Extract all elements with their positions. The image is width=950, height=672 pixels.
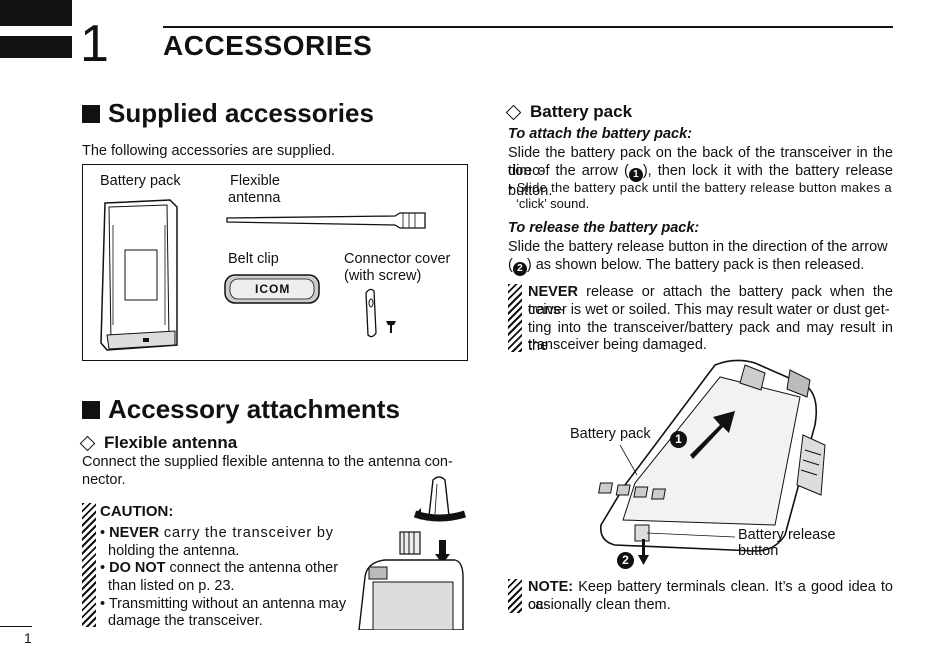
- label-antenna-2: antenna: [228, 190, 281, 206]
- fig-battery-pack-label: Battery pack: [570, 426, 651, 442]
- page-number-rule: [0, 626, 32, 627]
- label-connector-1: Connector cover: [344, 251, 451, 267]
- page-number: 1: [24, 630, 32, 646]
- square-bullet-icon: [82, 400, 100, 419]
- diamond-bullet-icon: [79, 435, 96, 451]
- fig-marker-2: 2: [617, 549, 634, 569]
- label-battery-pack: Battery pack: [100, 173, 181, 189]
- marker-1-icon: 1: [628, 168, 643, 182]
- note-line-2: casionally clean them.: [528, 597, 671, 613]
- square-bullet-icon: [82, 104, 100, 123]
- caution-item-1: • NEVER carry the transceiver by: [100, 525, 334, 541]
- chapter-title: ACCESSORIES: [163, 30, 373, 61]
- release-line-1: Slide the battery release button in the …: [508, 239, 888, 255]
- chapter-number: 1: [80, 15, 109, 73]
- attach-bullet-1: • Slide the battery pack until the batte…: [508, 180, 892, 195]
- caution-label: CAUTION:: [100, 503, 174, 520]
- antenna-instruction-1: Connect the supplied flexible antenna to…: [82, 454, 453, 470]
- label-antenna-1: Flexible: [230, 173, 280, 189]
- marker-2-icon: 2: [512, 262, 527, 276]
- battery-subheading: Battery pack: [505, 102, 632, 122]
- release-line-2: (2) as shown below. The battery pack is …: [508, 257, 865, 276]
- belt-clip-illustration: [224, 274, 320, 304]
- fig-marker-1: 1: [670, 428, 687, 448]
- icom-logo: ICOM: [255, 282, 291, 296]
- connector-cover-illustration: [365, 288, 396, 338]
- antenna-subheading: Flexible antenna: [79, 433, 237, 453]
- caution-hatch: [82, 503, 96, 627]
- antenna-instruction-2: nector.: [82, 472, 126, 488]
- supplied-heading: Supplied accessories: [82, 98, 374, 129]
- release-heading: To release the battery pack:: [508, 220, 700, 236]
- caution-item-3: • Transmitting without an antenna may: [100, 596, 347, 612]
- chapter-tab-upper: [0, 0, 72, 26]
- never-line-2: ceiver is wet or soiled. This may result…: [528, 302, 890, 318]
- diamond-bullet-icon: [505, 104, 522, 120]
- caution-item-1-cont: holding the antenna.: [108, 543, 240, 559]
- note-hatch: [508, 579, 522, 613]
- label-connector-2: (with screw): [344, 268, 422, 284]
- caution-item-3-cont: damage the transceiver.: [108, 613, 263, 629]
- fig-release-label-2: button: [738, 543, 779, 559]
- attachments-heading: Accessory attachments: [82, 394, 400, 425]
- never-hatch: [508, 284, 522, 352]
- marker-2-icon: 2: [617, 551, 634, 569]
- attach-line-2: tion of the arrow (1), then lock it with…: [508, 163, 893, 199]
- fig-release-label-1: Battery release: [738, 527, 836, 543]
- battery-attach-illustration: [598, 359, 826, 565]
- marker-1-icon: 1: [670, 430, 687, 448]
- accessories-box: [82, 164, 468, 361]
- never-line-3: ting into the transceiver/battery pack a…: [528, 320, 893, 354]
- caution-item-2: • DO NOT connect the antenna other: [100, 560, 339, 576]
- note-line-1: NOTE: Keep battery terminals clean. It’s…: [528, 579, 893, 613]
- attach-heading: To attach the battery pack:: [508, 126, 692, 142]
- never-line-4: transceiver being damaged.: [528, 337, 707, 353]
- label-belt-clip: Belt clip: [228, 251, 279, 267]
- supplied-intro: The following accessories are supplied.: [82, 143, 336, 159]
- header-rule: [163, 26, 893, 28]
- caution-item-2-cont: than listed on p. 23.: [108, 578, 235, 594]
- antenna-attach-illustration: [358, 476, 467, 630]
- antenna-illustration: [226, 212, 426, 229]
- attach-line-1: Slide the battery pack on the back of th…: [508, 145, 893, 179]
- battery-pack-illustration: [100, 199, 178, 351]
- chapter-tab-lower: [0, 36, 72, 58]
- never-line-1: NEVER release or attach the battery pack…: [528, 284, 893, 318]
- attach-bullet-2: ‘click’ sound.: [516, 196, 590, 211]
